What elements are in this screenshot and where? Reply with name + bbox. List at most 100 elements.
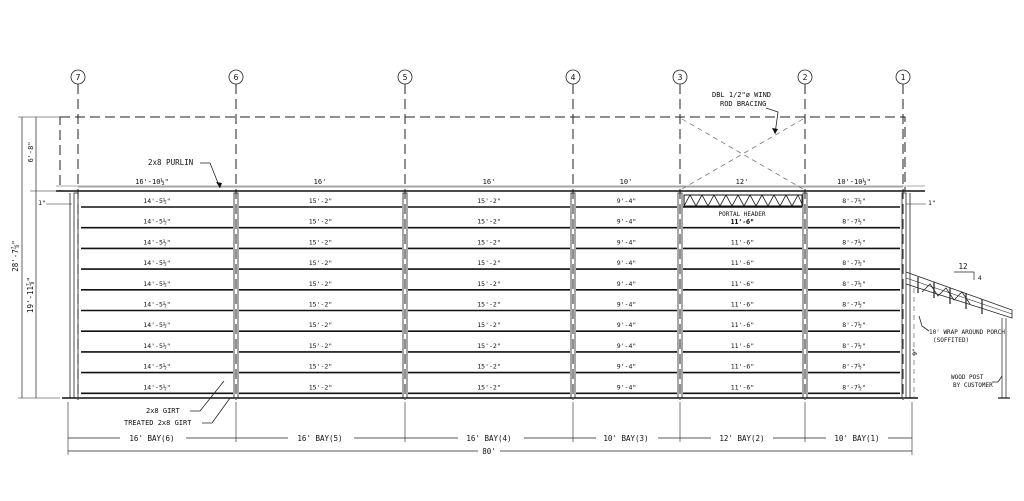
gridline-label: 1: [901, 73, 906, 82]
girt-length-label: 8'-7½": [842, 197, 865, 205]
porch-offset-label: 9": [912, 348, 919, 355]
girt-length-label: 15'-2": [477, 238, 500, 246]
treated-girt-label: TREATED 2x8 GIRT: [124, 419, 192, 427]
girt-length-label: 11'-6": [731, 238, 754, 246]
wall-outline: [62, 193, 918, 399]
bottom-bay-dimensions: 16' BAY(6) 16' BAY(5) 16' BAY(4) 10' BAY…: [67, 402, 913, 455]
truss-height-label: 6'-8": [27, 141, 35, 162]
girt-length-label: 15'-2": [309, 280, 332, 288]
girt-length-label: 15'-2": [309, 218, 332, 226]
rod-bracing-label-2: ROD BRACING: [720, 100, 766, 108]
posts: [73, 192, 907, 399]
top-bay-dim-4: 16': [483, 178, 496, 186]
girt-length-label: 11'-6": [730, 218, 753, 226]
pitch-symbol: 12 4: [954, 262, 982, 282]
girt-length-label: 14'-5½": [143, 218, 170, 226]
girt-length-label: 14'-5½": [143, 383, 170, 391]
girt-length-label: 15'-2": [309, 342, 332, 350]
girt-label: 2x8 GIRT: [146, 407, 181, 415]
girt-length-label: 9'-4": [617, 280, 637, 288]
girt-length-label: 15'-2": [477, 218, 500, 226]
porch-label-2: (SOFFITED): [933, 337, 969, 344]
girt-length-label: 15'-2": [477, 383, 500, 391]
girt-length-label: 14'-5½": [143, 342, 170, 350]
porch-section: 12 4 9" 10' WRAP AROUND PORCH (SOFFITED)…: [905, 262, 1013, 399]
girt-length-label: 9'-4": [617, 342, 637, 350]
girt-callouts: 2x8 GIRT TREATED 2x8 GIRT: [124, 380, 231, 427]
gridline-4: 4: [565, 69, 581, 85]
girt-length-label: 9'-4": [617, 321, 637, 329]
overall-length-label: 80': [482, 447, 496, 456]
girt-length-label: 14'-5½": [143, 280, 170, 288]
girt-labels: 14'-5½" 15'-2" 15'-2" 9'-4" 8'-7½" 14'-5½" 15'…: [143, 197, 865, 391]
girt-length-label: 14'-5½": [143, 238, 170, 246]
girt-length-label: 11'-6": [731, 280, 754, 288]
girt-length-label: 9'-4": [617, 238, 637, 246]
portal-header: PORTAL HEADER: [683, 194, 803, 218]
girt-length-label: 9'-4": [617, 259, 637, 267]
girt-length-label: 8'-7½": [842, 383, 865, 391]
girt-length-label: 8'-7½": [842, 218, 865, 226]
post-label-2: BY CUSTOMER: [953, 382, 993, 389]
girt-length-label: 14'-5½": [143, 321, 170, 329]
girt-length-label: 15'-2": [309, 197, 332, 205]
gridline-label: 2: [803, 73, 808, 82]
girt-length-label: 15'-2": [477, 259, 500, 267]
girt-length-label: 14'-5½": [143, 363, 170, 371]
girt-length-label: 11'-6": [731, 321, 754, 329]
porch-post: [998, 318, 1010, 399]
girt-length-label: 8'-7½": [842, 301, 865, 309]
girt-length-label: 15'-2": [477, 342, 500, 350]
girt-length-label: 9'-4": [617, 197, 637, 205]
top-bay-dim-1: 10'-10½": [837, 178, 871, 186]
girt-length-label: 15'-2": [477, 321, 500, 329]
girt-length-label: 11'-6": [731, 301, 754, 309]
girt-length-label: 15'-2": [477, 301, 500, 309]
girt-length-label: 8'-7½": [842, 363, 865, 371]
post-label-1: WOOD POST: [951, 374, 984, 381]
wall-height-label: 19'-11⅞": [26, 277, 35, 313]
purlin-label: 2x8 PURLIN: [148, 158, 193, 167]
eave-line: [56, 185, 925, 192]
girt-length-label: 14'-5½": [143, 301, 170, 309]
gridline-label: 3: [678, 73, 683, 82]
gridline-label: 5: [403, 73, 408, 82]
pitch-rise: 4: [978, 275, 982, 282]
girt-length-label: 15'-2": [477, 280, 500, 288]
gridline-7: 7: [70, 69, 86, 85]
girt-length-label: 9'-4": [617, 383, 637, 391]
top-bay-dim-5: 16': [314, 178, 327, 186]
girt-offset-left: 1": [38, 199, 46, 207]
left-height-dimensions: 28'-7⅞" 19'-11⅞" 6'-8" 1": [11, 116, 72, 399]
girt-length-label: 11'-6": [731, 259, 754, 267]
top-bay-dimensions: 16'-10½" 16' 16' 10' 12' 10'-10½": [78, 178, 903, 188]
girt-length-label: 8'-7½": [842, 342, 865, 350]
bottom-bay-dim-5: 16' BAY(5): [297, 434, 342, 443]
total-height-label: 28'-7⅞": [11, 240, 20, 272]
girt-length-label: 8'-7½": [842, 280, 865, 288]
overall-length-dimension: 80': [68, 445, 912, 456]
girt-length-label: 14'-5½": [143, 259, 170, 267]
girt-length-label: 9'-4": [617, 363, 637, 371]
bottom-bay-dim-6: 16' BAY(6): [129, 434, 174, 443]
girt-length-label: 8'-7½": [842, 259, 865, 267]
top-bay-dim-3: 10': [620, 178, 633, 186]
gridline-1: 1: [895, 69, 911, 85]
top-bay-dim-2: 12': [736, 178, 749, 186]
girt-length-label: 15'-2": [309, 301, 332, 309]
girt-length-label: 15'-2": [309, 259, 332, 267]
rod-bracing-callout: DBL 1/2"ø WIND ROD BRACING: [712, 91, 779, 135]
girt-length-label: 9'-4": [617, 218, 637, 226]
pitch-run: 12: [958, 262, 967, 271]
gridline-3: 3: [672, 69, 688, 85]
bottom-bay-dim-2: 12' BAY(2): [719, 434, 764, 443]
bottom-bay-dim-4: 16' BAY(4): [466, 434, 511, 443]
girt-length-label: 14'-5½": [143, 197, 170, 205]
gridline-6: 6: [228, 69, 244, 85]
girt-length-label: 9'-4": [617, 301, 637, 309]
girt-length-label: 15'-2": [477, 197, 500, 205]
portal-header-label: PORTAL HEADER: [719, 211, 766, 218]
gridline-bubbles: 7 6 5 4 3 2 1: [70, 69, 911, 85]
gridline-2: 2: [797, 69, 813, 85]
